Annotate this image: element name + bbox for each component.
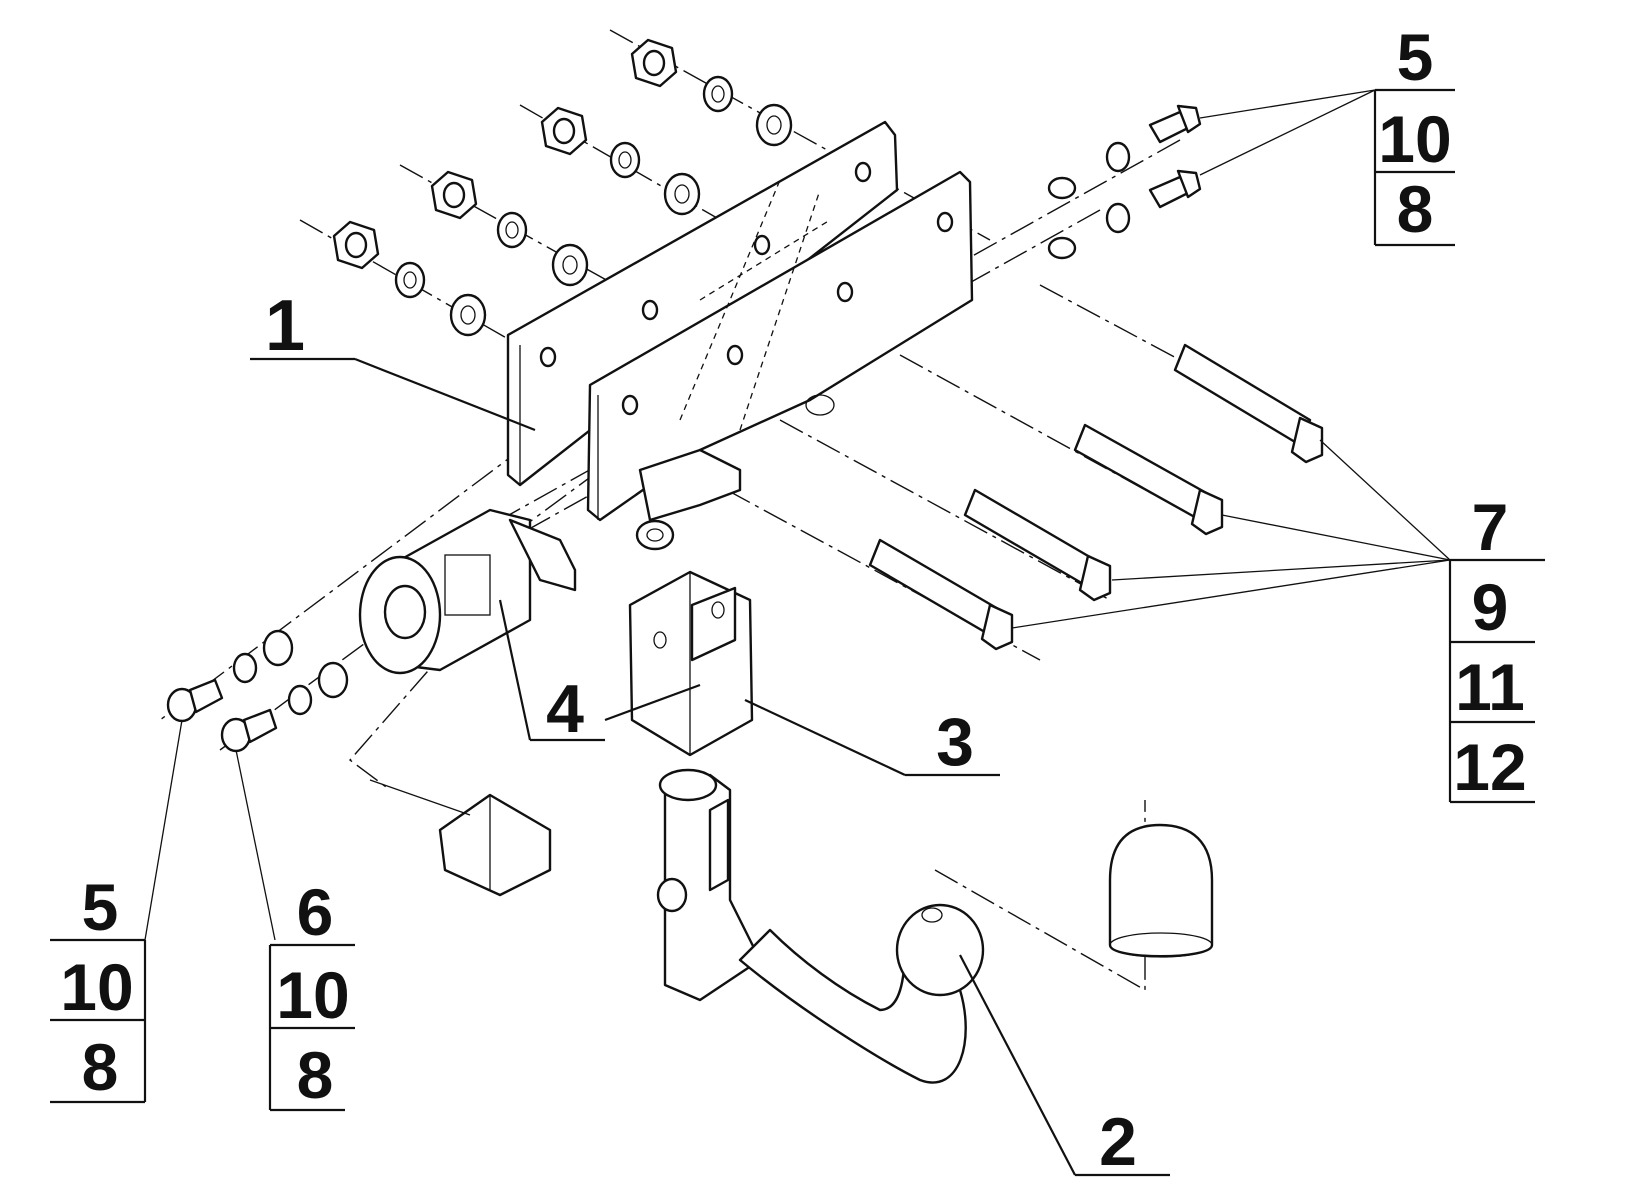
small-bolt-icon xyxy=(166,678,224,723)
long-bolt-icon xyxy=(868,538,1014,651)
callout-stack-item: 11 xyxy=(1455,650,1525,724)
washer-icon xyxy=(262,629,294,667)
washer-icon xyxy=(1105,202,1131,234)
washer-icon xyxy=(1047,176,1077,200)
small-bolt-icon xyxy=(1148,169,1202,209)
callout-stack-item: 10 xyxy=(1378,102,1451,176)
callout-stack-right: 7 9 11 12 xyxy=(1448,490,1545,804)
callout-stack-item: 12 xyxy=(1453,730,1526,804)
callout-1: 1 xyxy=(265,286,305,366)
small-bolt-icon xyxy=(220,708,278,753)
callout-stack-item: 10 xyxy=(276,958,349,1032)
callout-2: 2 xyxy=(1099,1104,1137,1180)
long-bolts-group xyxy=(868,343,1324,651)
callout-stack-top-right: 5 10 8 xyxy=(1373,20,1455,247)
bottom-left-fasteners xyxy=(166,629,349,753)
mounting-plate-assembly xyxy=(506,120,974,551)
callout-1-number: 1 xyxy=(265,286,305,366)
callout-stack-item: 5 xyxy=(1397,20,1434,94)
hex-nut-icon xyxy=(332,220,380,270)
washer-icon xyxy=(609,141,641,179)
callout-stack-item: 7 xyxy=(1472,490,1509,564)
washer-icon xyxy=(232,652,258,684)
washer-icon xyxy=(755,103,793,147)
hex-nut-icon xyxy=(540,106,588,156)
callout-stack-item: 8 xyxy=(297,1038,334,1112)
socket-bracket xyxy=(358,508,577,675)
callout-stack-item: 8 xyxy=(82,1030,119,1104)
callout-stack-item: 10 xyxy=(60,950,133,1024)
hex-nut-icon xyxy=(430,170,478,220)
callout-stack-item: 5 xyxy=(82,870,119,944)
washer-icon xyxy=(449,293,487,337)
washer-icon xyxy=(551,243,589,287)
callout-3: 3 xyxy=(936,704,974,780)
washer-icon xyxy=(1047,236,1077,260)
washer-icon xyxy=(496,211,528,249)
long-bolt-icon xyxy=(963,488,1112,602)
callout-stack-item: 9 xyxy=(1472,570,1509,644)
callout-stack-bottom-left-a: 5 10 8 xyxy=(50,870,147,1104)
long-bolt-icon xyxy=(1073,423,1224,536)
washer-icon xyxy=(702,75,734,113)
ball-cap xyxy=(1108,823,1214,958)
right-small-fasteners xyxy=(1047,104,1202,260)
callout-stack-item: 8 xyxy=(1397,172,1434,246)
callout-stack-bottom-left-b: 6 10 8 xyxy=(268,875,355,1112)
callout-stack-item: 6 xyxy=(297,875,334,949)
callout-2-number: 2 xyxy=(1099,1104,1137,1180)
washer-icon xyxy=(317,661,349,699)
small-bolt-icon xyxy=(1148,104,1202,144)
washer-icon xyxy=(287,684,313,716)
leader-lines xyxy=(144,89,1451,1177)
callout-3-number: 3 xyxy=(936,704,974,780)
long-bolt-icon xyxy=(1173,343,1324,464)
callout-4: 4 xyxy=(546,671,584,747)
tow-bar xyxy=(656,768,985,1084)
washer-icon xyxy=(663,172,701,216)
washer-icon xyxy=(1105,141,1131,173)
washer-icon xyxy=(394,261,426,299)
callout-4-number: 4 xyxy=(546,671,584,747)
electrical-plug xyxy=(369,779,552,897)
mounting-block xyxy=(628,570,754,757)
nuts-and-washers-group xyxy=(332,38,793,337)
hex-nut-icon xyxy=(630,38,678,88)
